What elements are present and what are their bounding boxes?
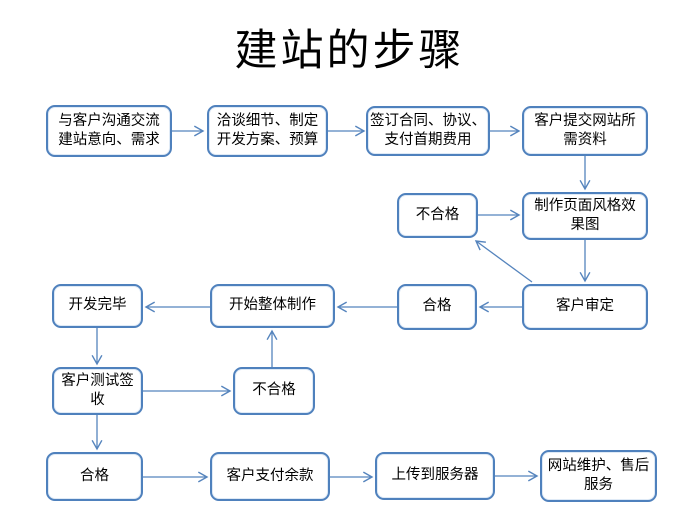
node-full-production-label: 开始整体制作 xyxy=(229,297,316,314)
node-fail-review: 不合格 xyxy=(397,193,478,238)
node-fail-test: 不合格 xyxy=(233,367,315,415)
node-client-test-label: 客户测试签 收 xyxy=(61,372,134,408)
node-fail-test-label: 不合格 xyxy=(252,382,296,399)
node-submit-materials: 客户提交网站所 需资料 xyxy=(522,106,648,156)
connector-client-review-fail-review xyxy=(474,240,533,283)
node-fail-review-label: 不合格 xyxy=(415,206,460,223)
node-pay-balance: 客户支付余款 xyxy=(210,452,330,501)
node-full-production: 开始整体制作 xyxy=(210,284,335,328)
node-pay-balance-label: 客户支付余款 xyxy=(226,467,314,484)
node-communicate: 与客户沟通交流 建站意向、需求 xyxy=(46,105,172,157)
node-client-review: 客户审定 xyxy=(522,284,648,330)
node-client-review-label: 客户审定 xyxy=(556,298,614,315)
node-design-draft-label: 制作页面风格效 果图 xyxy=(534,197,636,233)
node-design-draft: 制作页面风格效 果图 xyxy=(522,192,648,240)
node-dev-complete-label: 开发完毕 xyxy=(68,297,127,314)
node-client-test: 客户测试签 收 xyxy=(52,367,143,415)
node-pass-test-label: 合格 xyxy=(80,467,109,484)
page-title: 建站的步骤 xyxy=(234,26,465,76)
node-negotiate-label: 洽谈细节、制定 开发方案、预算 xyxy=(216,112,319,148)
node-pass-review: 合格 xyxy=(397,284,477,330)
node-negotiate: 洽谈细节、制定 开发方案、预算 xyxy=(207,105,328,157)
node-maintenance-label: 网站维护、售后 服务 xyxy=(547,457,650,493)
node-maintenance: 网站维护、售后 服务 xyxy=(540,450,657,502)
node-submit-materials-label: 客户提交网站所 需资料 xyxy=(534,112,636,148)
node-contract: 签订合同、协议、 支付首期费用 xyxy=(366,106,490,156)
node-contract-label: 签订合同、协议、 支付首期费用 xyxy=(370,112,486,148)
node-dev-complete: 开发完毕 xyxy=(52,284,143,328)
node-pass-test: 合格 xyxy=(46,452,143,501)
node-upload-server-label: 上传到服务器 xyxy=(391,467,479,484)
node-pass-review-label: 合格 xyxy=(422,298,452,315)
node-upload-server: 上传到服务器 xyxy=(375,452,495,500)
node-communicate-label: 与客户沟通交流 建站意向、需求 xyxy=(58,112,160,148)
